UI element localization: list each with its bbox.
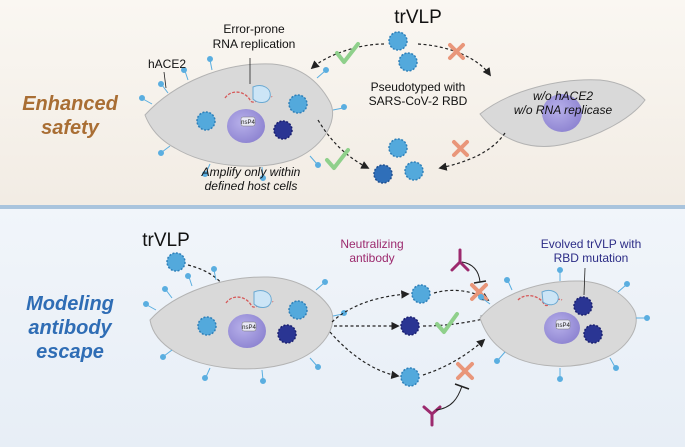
check-mark-escape <box>435 312 459 334</box>
incoming-virion-light <box>398 52 418 72</box>
bottom-title-line1: Modeling <box>26 293 114 315</box>
blocked-release-arrow <box>438 132 506 171</box>
check-mark-entry <box>335 42 360 64</box>
inhibition-bar-lower <box>454 383 470 390</box>
intracellular-virion-dark <box>277 324 297 344</box>
intracellular-virion-light <box>288 300 308 320</box>
hace2-pointer <box>163 71 167 89</box>
hace2-receptors <box>478 267 650 382</box>
entry-arrow-to-host <box>310 43 385 70</box>
top-title-line2: safety <box>41 117 100 139</box>
check-mark-release <box>325 148 350 170</box>
cross-mark-release <box>452 140 469 157</box>
no-hace2-label: w/o hACE2 <box>533 89 593 103</box>
panel-divider <box>0 205 685 209</box>
escape-virion-dark <box>400 316 420 336</box>
non-host-cell <box>479 79 646 147</box>
hace2-receptors <box>143 266 347 384</box>
no-replicase-label: w/o RNA replicase <box>514 103 613 117</box>
branch-arrow-lower <box>329 331 400 379</box>
rna-strand <box>517 294 563 307</box>
intracellular-virion-light <box>288 94 308 114</box>
intracellular-virion-light <box>196 111 216 131</box>
pseudotyped-line2: SARS-CoV-2 RBD <box>369 94 468 108</box>
evolved-line1: Evolved trVLP with <box>541 237 642 251</box>
amplify-line2: defined host cells <box>205 179 298 193</box>
progeny-virion-light <box>388 138 408 158</box>
intracellular-virion-dark <box>583 324 603 344</box>
progeny-virion-light <box>411 284 431 304</box>
pseudotyped-line1: Pseudotyped with <box>371 80 466 94</box>
nsp4-label: nsP4 <box>241 120 255 126</box>
error-prone-line1: Error-prone <box>223 22 285 36</box>
nsp4-label: nsP4 <box>242 325 256 331</box>
top-trvlp-label: trVLP <box>394 7 442 28</box>
replicase-enzyme <box>541 289 559 306</box>
nsp4-label-box <box>241 321 257 332</box>
incoming-virion-light <box>166 252 186 272</box>
neutralizing-line1: Neutralizing <box>340 237 403 251</box>
inhibition-line-lower <box>435 385 463 411</box>
bottom-title-line2: antibody <box>28 317 112 339</box>
inhibition-line-upper <box>461 261 481 283</box>
reinfection-arrow-middle <box>422 315 490 327</box>
bottom-right-host-cell: nsP4 <box>478 267 650 382</box>
antibody-icon <box>450 248 470 272</box>
bottom-title-line3: escape <box>36 341 104 363</box>
progeny-virion-light <box>404 161 424 181</box>
progeny-virion-light <box>400 367 420 387</box>
top-title-line1: Enhanced <box>22 93 118 115</box>
neutralizing-line2: antibody <box>349 251 394 265</box>
incoming-virion-light <box>388 31 408 51</box>
inhibition-bar-upper <box>473 280 487 284</box>
hace2-receptors <box>139 56 347 181</box>
intracellular-virion-dark <box>273 120 293 140</box>
nsp4-label: nsP4 <box>556 323 570 329</box>
replicase-enzyme <box>253 290 272 308</box>
intracellular-virion-light <box>197 316 217 336</box>
evolved-line2: RBD mutation <box>554 251 629 265</box>
evolved-virion-dark <box>573 296 593 316</box>
hace2-label: hACE2 <box>148 57 186 71</box>
bottom-left-host-cell: nsP4 <box>143 266 347 384</box>
antibody-icon <box>422 405 442 427</box>
branch-arrow-upper <box>331 290 410 323</box>
replicase-enzyme <box>252 85 271 103</box>
cross-mark-lower <box>456 362 474 380</box>
top-host-cell: nsP4 <box>139 56 347 181</box>
error-prone-line2: RNA replication <box>213 37 296 51</box>
nsp4-label-box <box>555 319 571 330</box>
bottom-trvlp-label: trVLP <box>142 230 190 251</box>
reinfection-arrow-lower <box>422 338 486 376</box>
release-arrow <box>317 119 370 169</box>
cross-mark-entry <box>448 43 465 60</box>
amplify-line1: Amplify only within <box>201 165 301 179</box>
nsp4-label-box <box>240 116 256 127</box>
progeny-virion-mid <box>373 164 393 184</box>
nucleus <box>542 94 582 132</box>
evolved-pointer <box>583 267 586 296</box>
